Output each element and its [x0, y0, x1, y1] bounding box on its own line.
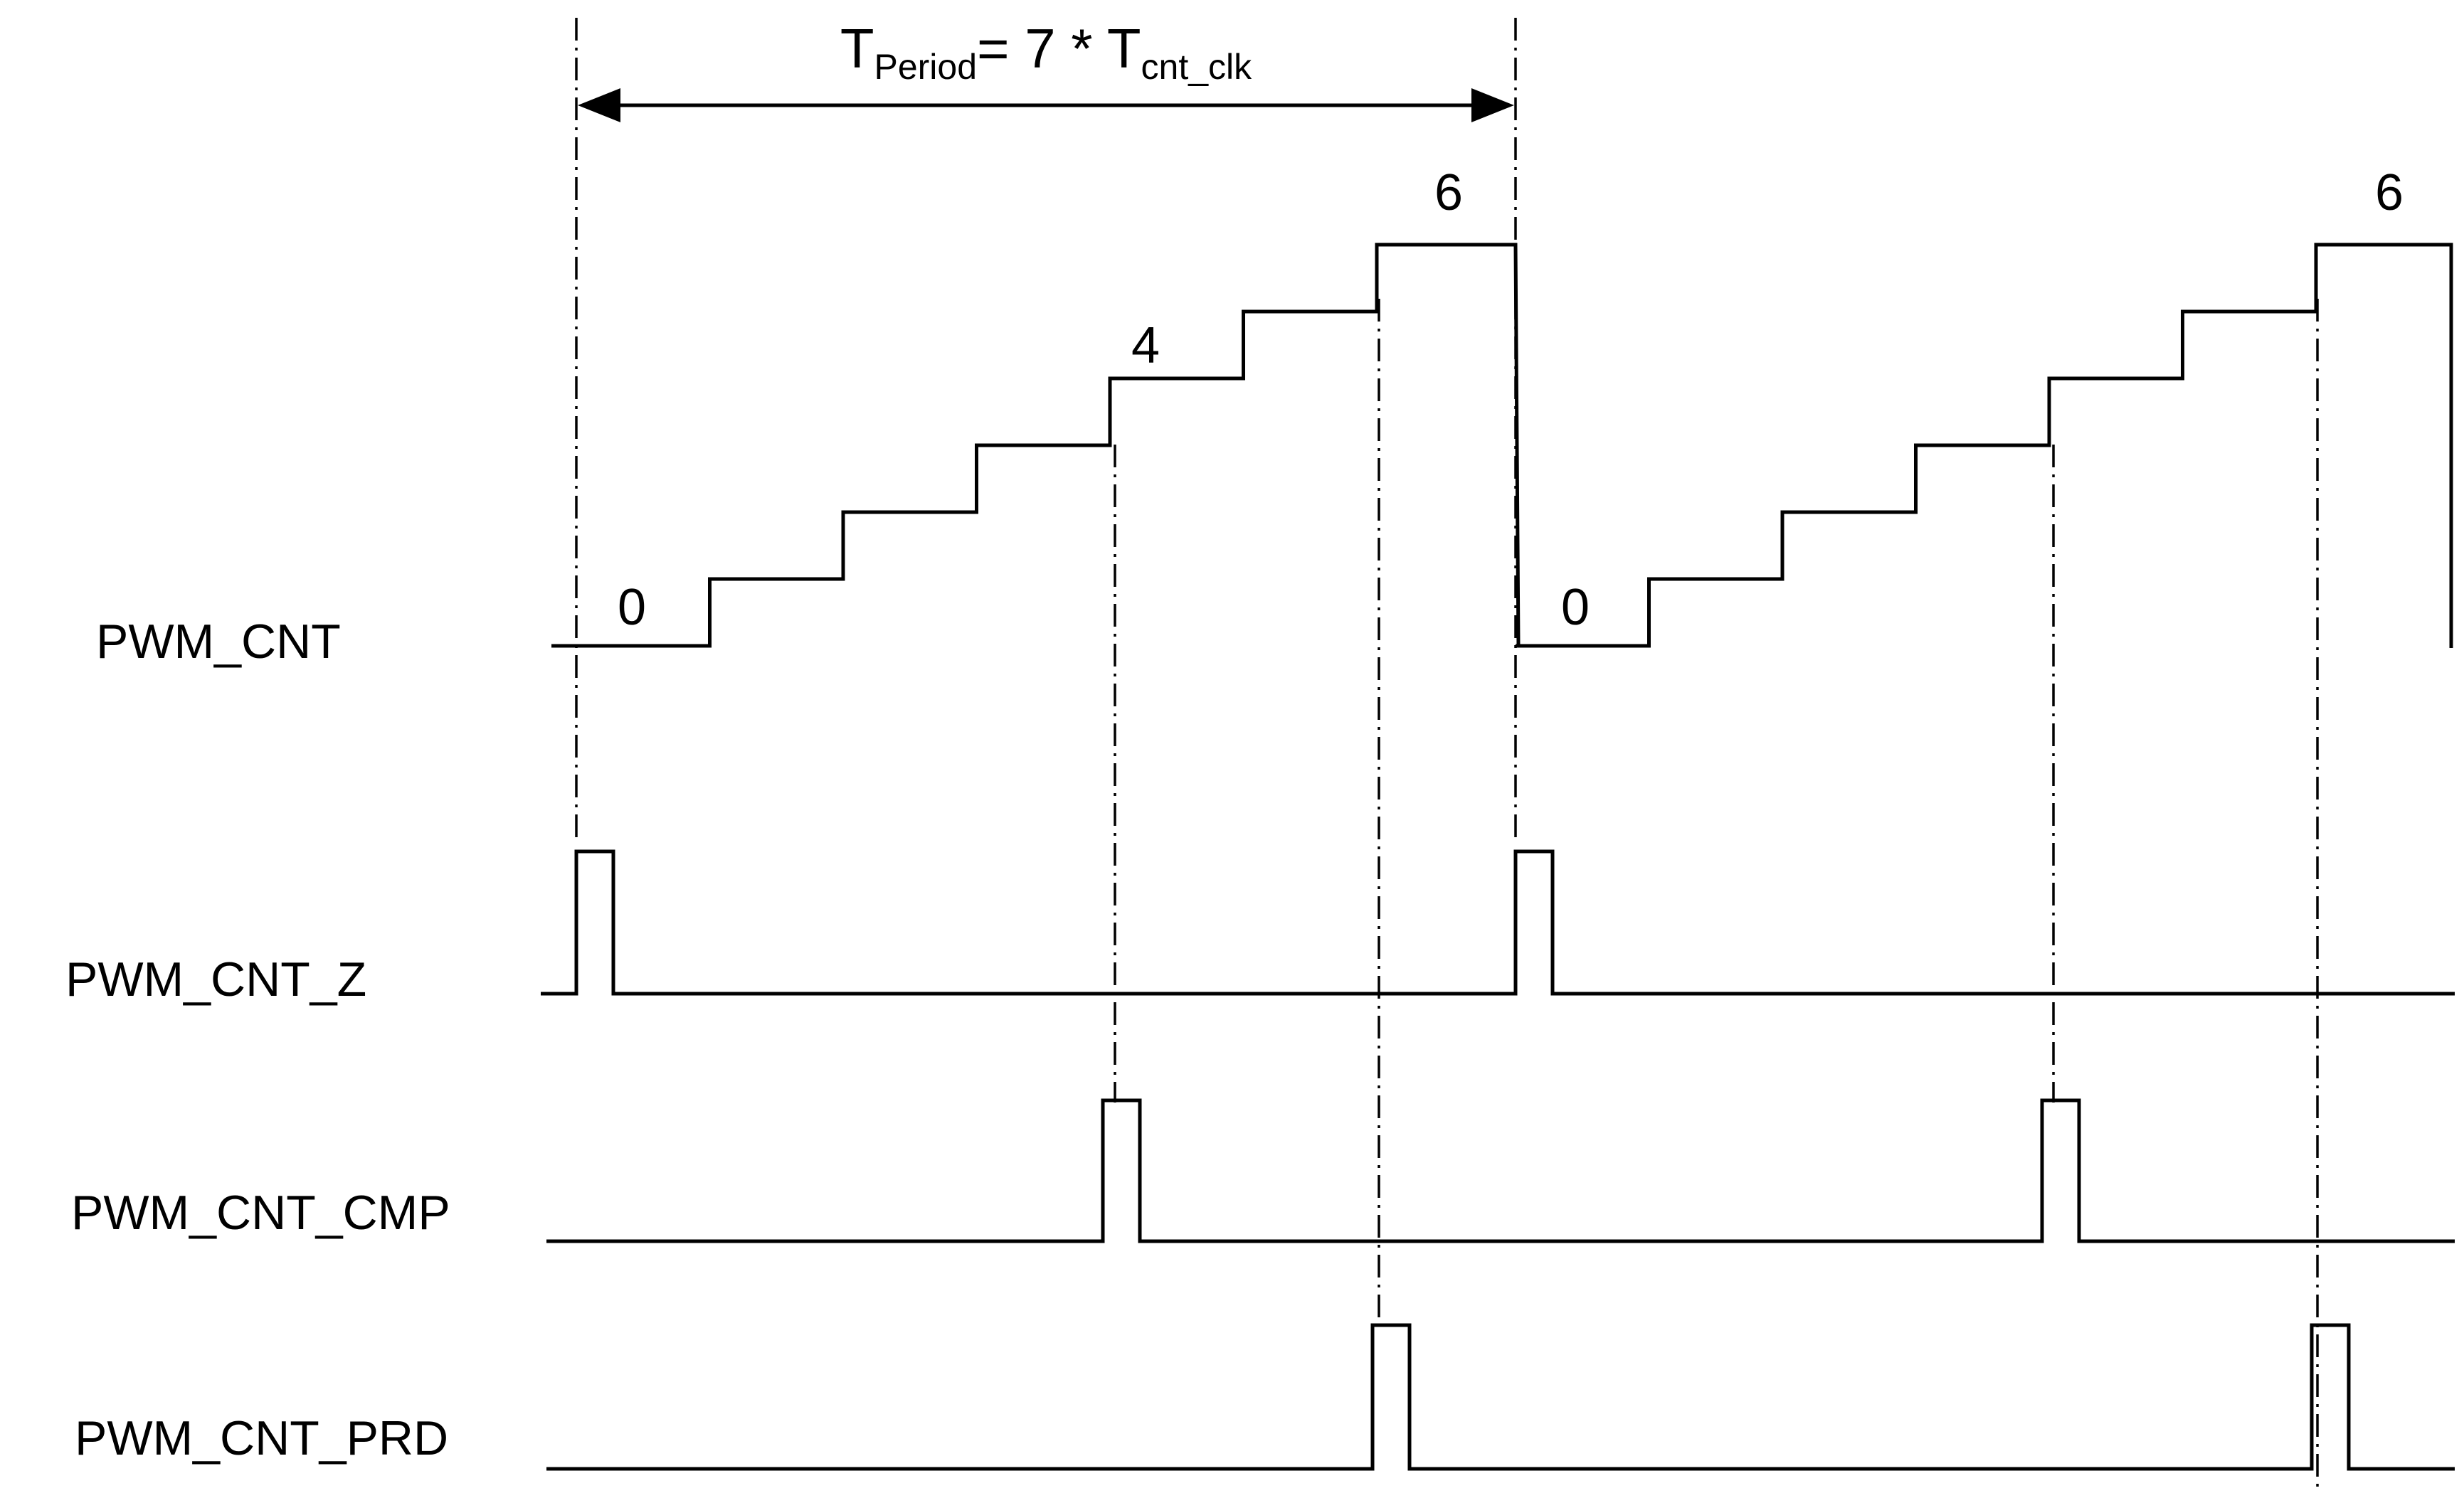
- period-arrow: [578, 88, 1514, 122]
- signal-label-pwm-cnt-cmp: PWM_CNT_CMP: [71, 1186, 450, 1240]
- pwm-cnt-cmp-waveform: [546, 1098, 2455, 1243]
- counter-value-peak-2: 6: [2375, 164, 2404, 221]
- period-label: TPeriod= 7 * Tcnt_clk: [840, 17, 1252, 87]
- pwm-cnt-waveform: [551, 243, 2453, 648]
- pwm-cnt-prd-waveform: [546, 1323, 2455, 1471]
- guide-lines: [575, 18, 2319, 1494]
- pwm-cnt-z-waveform: [541, 849, 2455, 996]
- signal-label-pwm-cnt-prd: PWM_CNT_PRD: [75, 1411, 448, 1465]
- counter-value-zero-2: 0: [1561, 579, 1590, 636]
- period-arrow-left-head: [578, 88, 620, 122]
- signal-label-pwm-cnt-z: PWM_CNT_Z: [65, 952, 366, 1006]
- counter-value-zero-1: 0: [618, 579, 646, 636]
- counter-value-compare: 4: [1131, 317, 1160, 374]
- counter-value-peak-1: 6: [1434, 164, 1463, 221]
- period-arrow-right-head: [1471, 88, 1514, 122]
- signal-label-pwm-cnt: PWM_CNT: [96, 615, 341, 669]
